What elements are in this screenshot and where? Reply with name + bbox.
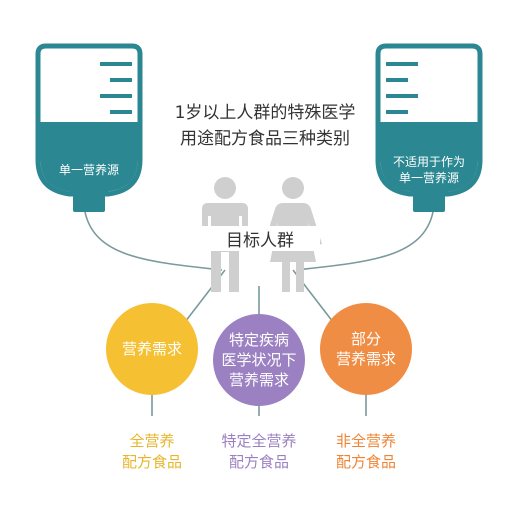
disease-need-line-3: 营养需求	[228, 371, 289, 389]
partial-need-line-2: 营养需求	[335, 350, 396, 368]
non-full-nutrition-formula-label: 非全营养 配方食品	[311, 431, 421, 473]
non-full-nutrition-line-2: 配方食品	[335, 453, 396, 471]
right-bag-label-line-2: 单一营养源	[398, 171, 459, 185]
left-connector	[84, 211, 223, 271]
left-bag-label: 单一营养源	[58, 163, 119, 177]
partial-need-line-1: 部分	[350, 330, 381, 348]
full-nutrition-line-1: 全营养	[129, 432, 175, 450]
right-connector	[295, 211, 434, 271]
full-nutrition-formula-label: 全营养 配方食品	[97, 431, 207, 473]
title-line-2: 用途配方食品三种类别	[180, 129, 350, 149]
diagram-title: 1岁以上人群的特殊医学 用途配方食品三种类别	[150, 100, 380, 152]
disease-need-line-1: 特定疾病	[228, 331, 289, 349]
specific-full-nutrition-line-2: 配方食品	[228, 453, 289, 471]
partial-need-circle	[320, 303, 412, 395]
nutrition-need-text: 营养需求	[106, 339, 198, 359]
disease-need-text: 特定疾病 医学状况下 营养需求	[213, 330, 305, 390]
left-iv-bag-icon	[35, 43, 143, 212]
disease-need-circle	[213, 314, 305, 406]
specific-full-nutrition-line-1: 特定全营养	[221, 432, 297, 450]
non-full-nutrition-line-1: 非全营养	[335, 432, 396, 450]
full-nutrition-line-2: 配方食品	[121, 453, 182, 471]
right-bag-label: 不适用于作为 单一营养源	[380, 154, 478, 186]
right-iv-bag-icon	[375, 43, 483, 212]
target-group-label: 目标人群	[200, 226, 320, 251]
title-line-1: 1岁以上人群的特殊医学	[174, 103, 356, 123]
partial-need-text: 部分 营养需求	[320, 329, 412, 369]
nutrition-need-circle	[106, 303, 198, 395]
right-bag-label-line-1: 不适用于作为	[392, 155, 465, 169]
specific-full-nutrition-formula-label: 特定全营养 配方食品	[199, 431, 319, 473]
nutrition-need-line-1: 营养需求	[121, 340, 182, 358]
disease-need-line-2: 医学状况下	[221, 351, 297, 369]
